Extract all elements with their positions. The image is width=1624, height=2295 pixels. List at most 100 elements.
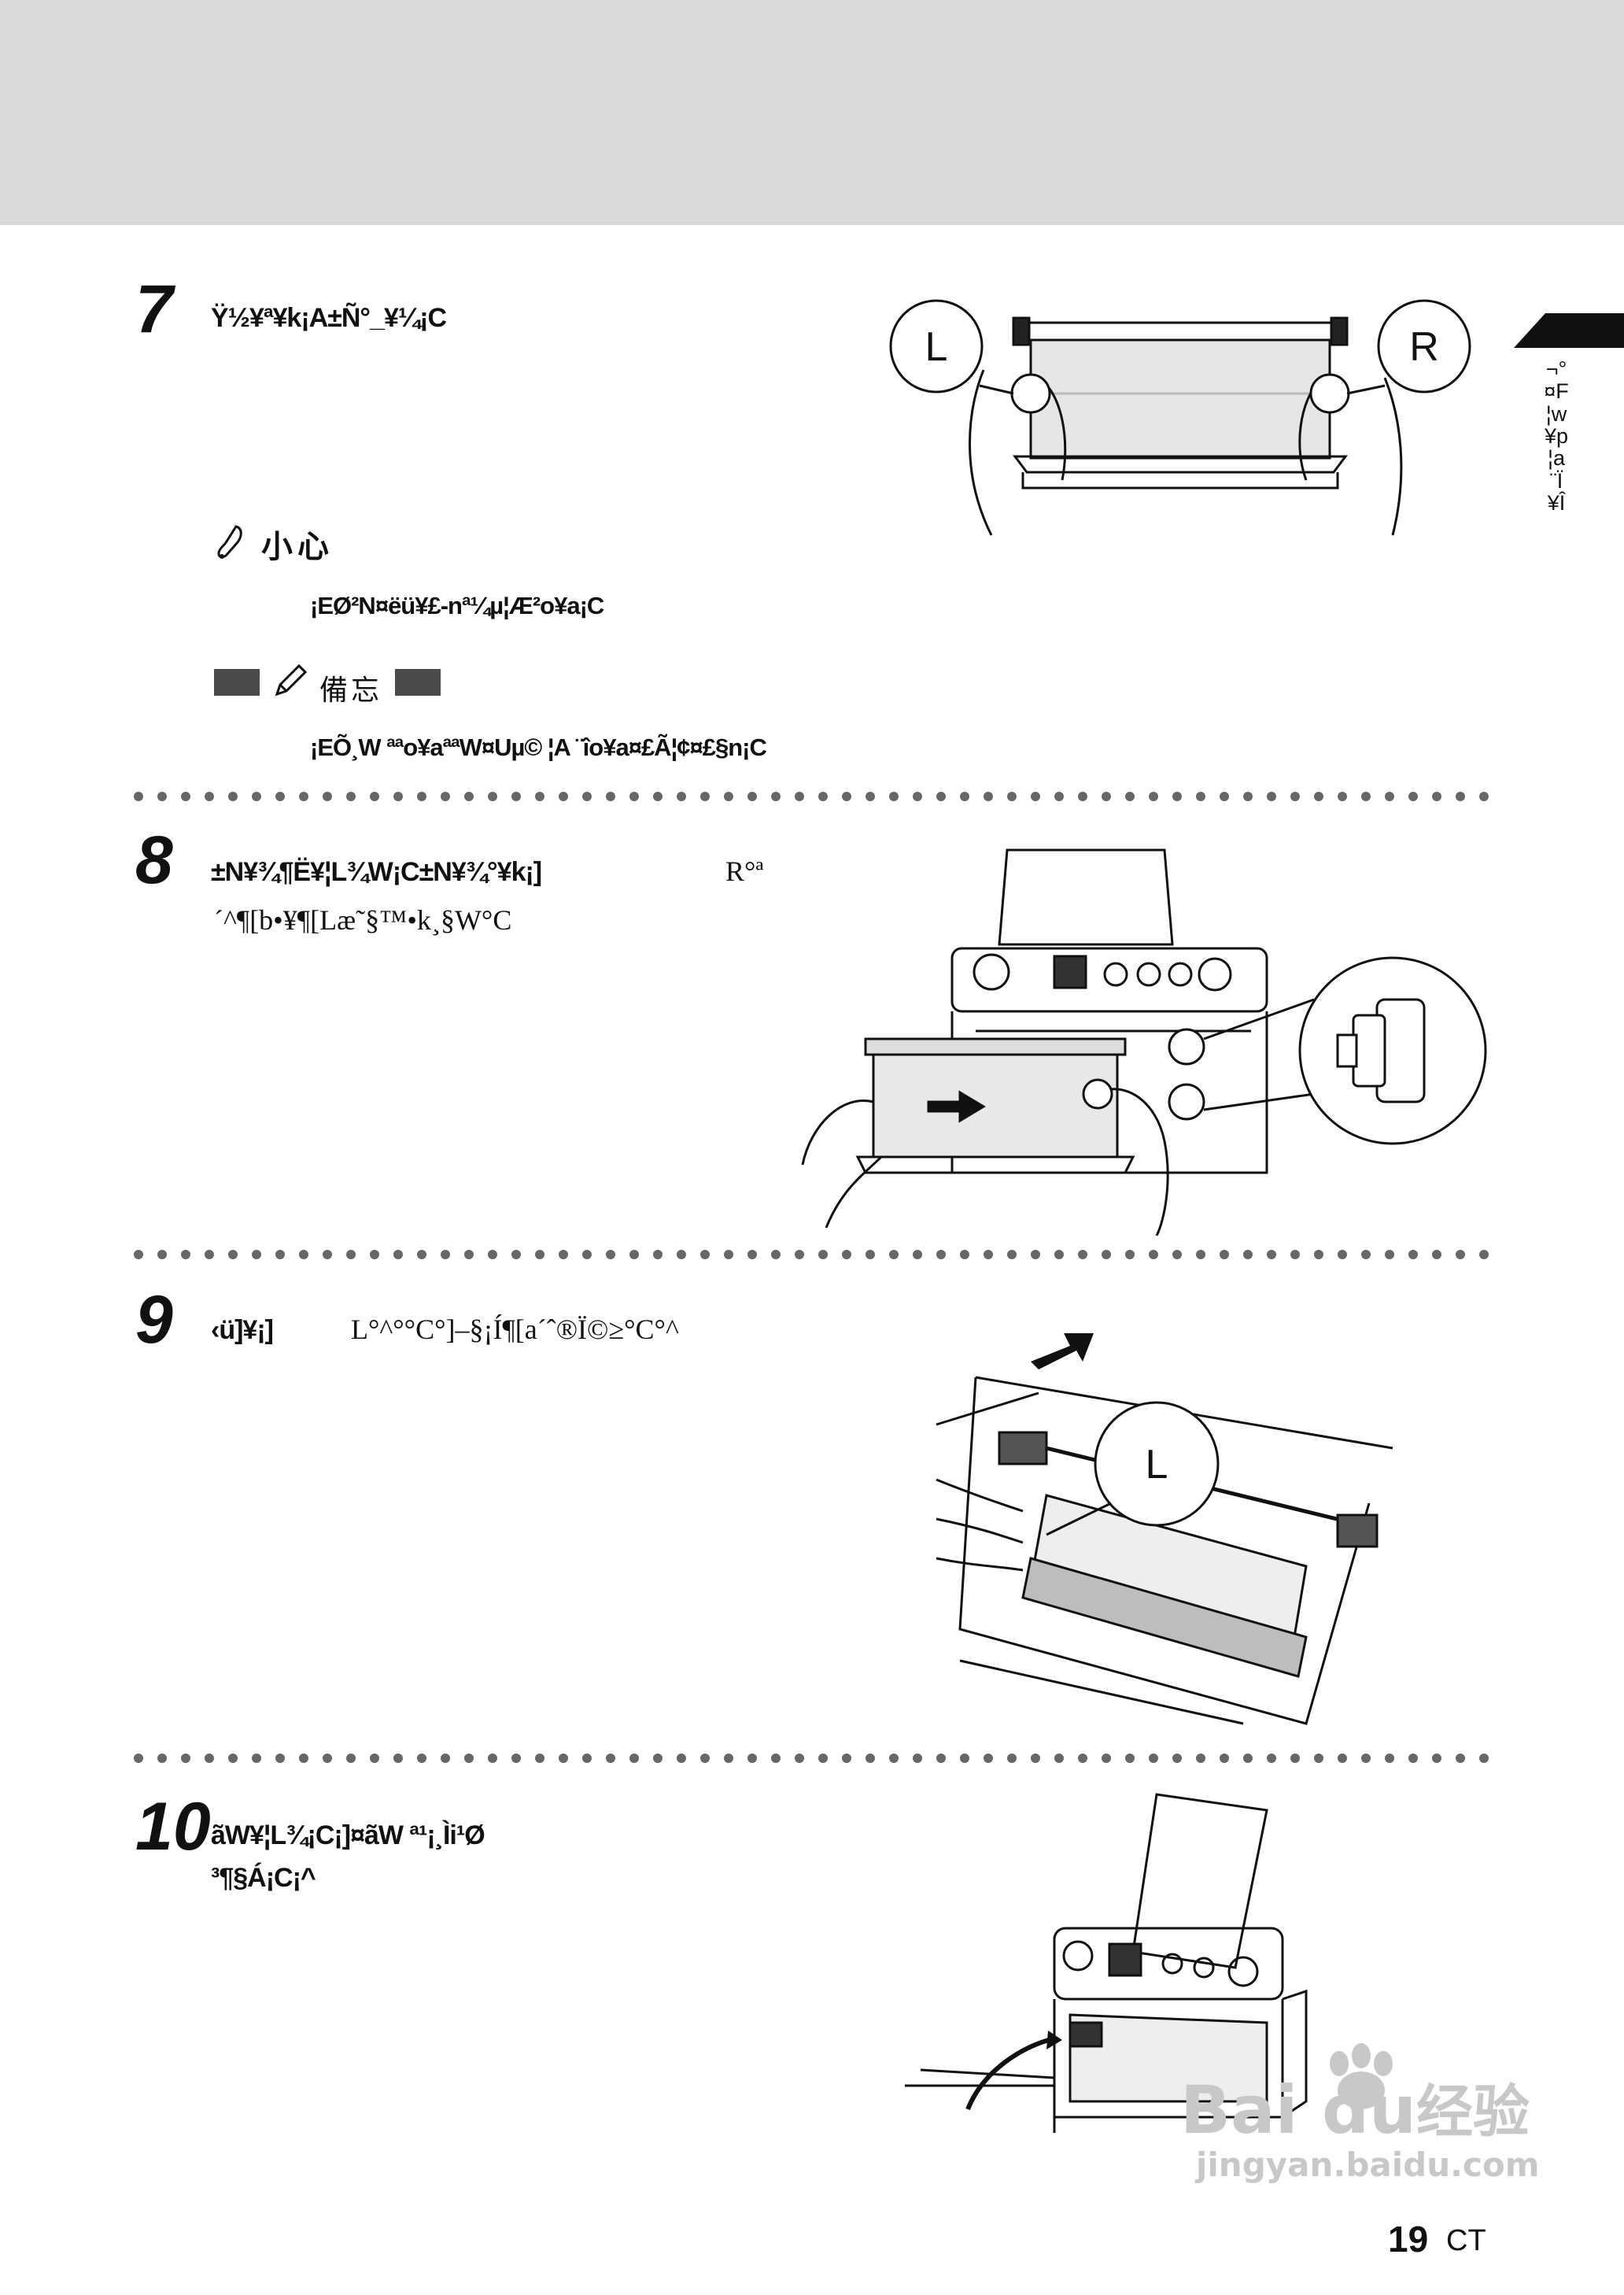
pencil-icon xyxy=(275,663,308,697)
divider-dot xyxy=(1102,792,1111,801)
divider-dot xyxy=(606,1754,615,1763)
divider-dot xyxy=(771,1250,781,1259)
divider-dot xyxy=(252,792,261,801)
memo-text: ¡EÕ¸W ªªo¥aªªW¤Uµ© ¦A ¨îo¥a¤£Ã¦¢¤£§n¡C xyxy=(310,734,767,761)
divider-dot xyxy=(488,792,497,801)
divider-dot xyxy=(1456,792,1465,801)
divider-dot xyxy=(1479,1754,1489,1763)
callout-right-circle xyxy=(1377,299,1471,394)
divider-dot xyxy=(1031,1754,1040,1763)
divider-dot xyxy=(205,1754,214,1763)
divider-dot xyxy=(205,1250,214,1259)
divider-dot xyxy=(228,792,238,801)
divider-dot xyxy=(157,1754,167,1763)
divider-dot xyxy=(252,1754,261,1763)
divider-dot xyxy=(984,1754,993,1763)
divider-dot xyxy=(1456,1250,1465,1259)
step-8-illustration xyxy=(801,848,1487,1236)
divider-dot xyxy=(181,1250,190,1259)
divider-dot xyxy=(1125,1250,1135,1259)
divider-dot xyxy=(417,1250,426,1259)
divider-dot xyxy=(535,1754,544,1763)
divider-dot xyxy=(1338,1250,1347,1259)
callout-left-label: L xyxy=(925,324,948,370)
divider-dot xyxy=(724,1250,733,1259)
divider-dot xyxy=(511,1754,521,1763)
divider-dot xyxy=(700,1754,710,1763)
divider-dot xyxy=(1408,1754,1418,1763)
divider-dot xyxy=(1172,1754,1182,1763)
memo-right-bar xyxy=(395,669,441,696)
divider-dot xyxy=(1267,1250,1276,1259)
divider-dot xyxy=(1432,1754,1441,1763)
step-10-line2: ³¶§Á¡C¡^ xyxy=(211,1863,316,1893)
divider-dot xyxy=(653,792,663,801)
divider-dot xyxy=(134,792,143,801)
step-9-bold: ‹ü]¥¡] xyxy=(211,1315,274,1345)
caution-heading: 小心 xyxy=(261,529,334,565)
divider-dot xyxy=(1078,792,1087,801)
divider-dot xyxy=(629,1754,639,1763)
divider-dot xyxy=(1007,792,1017,801)
divider-dot xyxy=(582,792,592,801)
divider-dot xyxy=(1031,1250,1040,1259)
divider-dot xyxy=(747,1250,757,1259)
divider-dot xyxy=(1031,792,1040,801)
divider-dot xyxy=(1385,792,1394,801)
divider-dot xyxy=(1456,1754,1465,1763)
divider-dot xyxy=(1314,1754,1323,1763)
divider-dot xyxy=(441,1250,450,1259)
section-divider xyxy=(134,1250,1489,1259)
divider-dot xyxy=(1243,792,1253,801)
divider-dot xyxy=(1408,792,1418,801)
divider-dot xyxy=(228,1754,238,1763)
divider-dot xyxy=(842,792,851,801)
baidu-watermark: Bai du 经验 jingyan.baidu.com xyxy=(1180,2043,1540,2184)
divider-dot xyxy=(299,1754,308,1763)
divider-dot xyxy=(1172,792,1182,801)
divider-dot xyxy=(417,1754,426,1763)
divider-dot xyxy=(677,1754,686,1763)
divider-dot xyxy=(700,792,710,801)
divider-dot xyxy=(1149,1250,1158,1259)
divider-dot xyxy=(724,1754,733,1763)
divider-dot xyxy=(1078,1754,1087,1763)
divider-dot xyxy=(889,792,899,801)
divider-dot xyxy=(818,1250,828,1259)
watermark-cn: 经验 xyxy=(1416,2079,1530,2145)
divider-dot xyxy=(724,792,733,801)
divider-dot xyxy=(913,792,922,801)
divider-dot xyxy=(1220,1754,1229,1763)
divider-dot xyxy=(606,1250,615,1259)
caution-text: ¡EØ²N¤ëü¥£-nª¼µ¦Æ²o¥a¡C xyxy=(310,592,604,619)
divider-dot xyxy=(275,1754,285,1763)
divider-dot xyxy=(866,792,875,801)
divider-dot xyxy=(1338,792,1347,801)
divider-dot xyxy=(889,1754,899,1763)
step-9-text: L°^°°C°]–§¡Í¶[a´ˆ®Ï©≥°C°^ xyxy=(351,1314,679,1345)
divider-dot xyxy=(629,792,639,801)
divider-dot xyxy=(1125,1754,1135,1763)
divider-dot xyxy=(1479,792,1489,801)
divider-dot xyxy=(1149,792,1158,801)
step-8-line2: ´^¶[b•¥¶[Læ˜§™•k¸§W°C xyxy=(214,904,512,936)
divider-dot xyxy=(1196,1754,1205,1763)
divider-dot xyxy=(323,1754,332,1763)
divider-dot xyxy=(559,1250,568,1259)
divider-dot xyxy=(795,792,804,801)
divider-dot xyxy=(559,1754,568,1763)
divider-dot xyxy=(1361,1250,1371,1259)
divider-dot xyxy=(464,1754,474,1763)
divider-dot xyxy=(1361,1754,1371,1763)
divider-dot xyxy=(417,792,426,801)
divider-dot xyxy=(960,1250,969,1259)
divider-dot xyxy=(1007,1754,1017,1763)
divider-dot xyxy=(441,792,450,801)
divider-dot xyxy=(818,1754,828,1763)
divider-dot xyxy=(1290,1250,1300,1259)
callout-circle xyxy=(1094,1401,1220,1527)
watermark-brand: Bai xyxy=(1180,2071,1298,2149)
divider-dot xyxy=(747,1754,757,1763)
divider-dot xyxy=(1172,1250,1182,1259)
divider-dot xyxy=(1243,1754,1253,1763)
